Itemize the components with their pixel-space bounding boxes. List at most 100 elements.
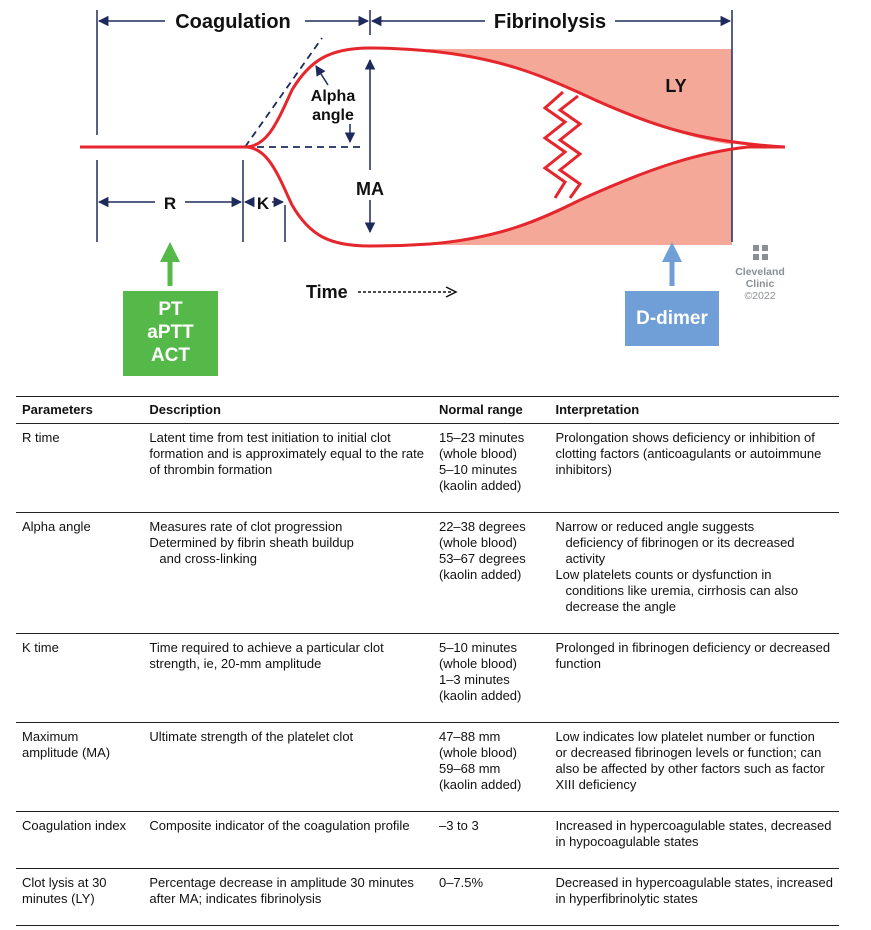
cell-line: in hypocoagulable states xyxy=(555,834,699,849)
cell-line: 53–67 degrees xyxy=(438,551,526,566)
cell-line: Percentage decrease in amplitude 30 minu… xyxy=(149,875,414,890)
cell-line: minutes (LY) xyxy=(22,891,95,906)
cell-line: (kaolin added) xyxy=(438,478,522,493)
cell-line: 22–38 degrees xyxy=(438,519,526,534)
logo-line2: Clinic xyxy=(745,278,775,290)
alpha-label-line1: Alpha xyxy=(311,88,356,105)
cell-line: 1–3 minutes xyxy=(438,672,510,687)
fibrinolysis-label: Fibrinolysis xyxy=(494,11,606,33)
parameter-cell: Coagulation index xyxy=(16,811,144,869)
cell-line: and cross-linking xyxy=(159,551,257,566)
table-body: R time Latent time from test initiation t… xyxy=(16,423,839,926)
teg-curve xyxy=(80,46,786,248)
cell-line: –3 to 3 xyxy=(438,818,479,833)
ma-label: MA xyxy=(356,179,384,199)
cell-line: Maximum xyxy=(22,729,79,744)
cell-line: Prolongation shows deficiency or inhibit… xyxy=(555,430,815,445)
header-parameters: Parameters xyxy=(16,396,144,424)
cell-line: formation and is approximately equal to … xyxy=(149,446,424,461)
cell-line: clotting factors (anticoagulants or auto… xyxy=(555,446,822,461)
cell-line: strength, ie, 20-mm amplitude xyxy=(149,656,322,671)
coagulation-label: Coagulation xyxy=(175,11,291,33)
cell-line: (whole blood) xyxy=(438,745,518,760)
cell-line: 47–88 mm xyxy=(438,729,501,744)
lysis-zigzag-inner xyxy=(557,94,583,199)
interpretation-cell: Prolongation shows deficiency or inhibit… xyxy=(549,423,839,513)
cell-line: (kaolin added) xyxy=(438,688,522,703)
time-label: Time xyxy=(306,282,348,302)
description-cell: Ultimate strength of the platelet clot xyxy=(143,722,433,812)
teg-parameters-table: Parameters Description Normal range Inte… xyxy=(16,396,839,926)
cell-line: conditions like uremia, cirrhosis can al… xyxy=(565,583,799,598)
cell-line: 0–7.5% xyxy=(438,875,484,890)
cell-line: Narrow or reduced angle suggests xyxy=(555,519,755,534)
cell-line: decrease the angle xyxy=(565,599,677,614)
alpha-arrow-up xyxy=(315,65,329,86)
header-description: Description xyxy=(143,396,433,424)
logo-line1: Cleveland xyxy=(735,266,785,278)
cell-line: 15–23 minutes xyxy=(438,430,525,445)
interpretation-cell: Prolonged in fibrinogen deficiency or de… xyxy=(549,633,839,723)
cell-line: K time xyxy=(22,640,59,655)
cell-line: activity xyxy=(565,551,606,566)
ly-label: LY xyxy=(665,76,686,96)
cell-line: XIII deficiency xyxy=(555,777,637,792)
range-cell: 22–38 degrees(whole blood)53–67 degrees(… xyxy=(432,512,550,634)
cell-line: after MA; indicates fibrinolysis xyxy=(149,891,322,906)
table-row: Coagulation index Composite indicator of … xyxy=(16,811,839,869)
test-act: ACT xyxy=(150,345,191,366)
interpretation-cell: Low indicates low platelet number or fun… xyxy=(549,722,839,812)
cell-line: Composite indicator of the coagulation p… xyxy=(149,818,410,833)
parameter-cell: Alpha angle xyxy=(16,512,144,634)
range-cell: 0–7.5% xyxy=(432,868,550,926)
alpha-label-line2: angle xyxy=(312,107,354,124)
cleveland-clinic-logo: Cleveland Clinic ©2022 xyxy=(733,245,787,302)
range-cell: 15–23 minutes(whole blood)5–10 minutes(k… xyxy=(432,423,550,513)
cell-line: (kaolin added) xyxy=(438,567,522,582)
cell-line: Time required to achieve a particular cl… xyxy=(149,640,384,655)
table-header-row: Parameters Description Normal range Inte… xyxy=(16,396,839,424)
cell-line: also be affected by other factors such a… xyxy=(555,761,825,776)
description-cell: Time required to achieve a particular cl… xyxy=(143,633,433,723)
header-normal-range: Normal range xyxy=(432,396,550,424)
ddimer-box: D-dimer xyxy=(625,291,719,346)
cell-line: function xyxy=(555,656,601,671)
lysis-shaded-area xyxy=(428,49,748,245)
r-label: R xyxy=(164,194,176,213)
cell-line: 5–10 minutes xyxy=(438,462,518,477)
cell-line: or decreased fibrinogen levels or functi… xyxy=(555,745,822,760)
cell-line: R time xyxy=(22,430,60,445)
cell-line: Ultimate strength of the platelet clot xyxy=(149,729,354,744)
clot-body-unshaded xyxy=(550,98,748,198)
cell-line: Latent time from test initiation to init… xyxy=(149,430,391,445)
range-cell: 47–88 mm(whole blood)59–68 mm(kaolin add… xyxy=(432,722,550,812)
cell-line: (whole blood) xyxy=(438,656,518,671)
cell-line: Determined by fibrin sheath buildup xyxy=(149,535,354,550)
range-cell: 5–10 minutes(whole blood)1–3 minutes(kao… xyxy=(432,633,550,723)
parameter-cell: K time xyxy=(16,633,144,723)
time-arrowhead xyxy=(445,286,458,298)
cell-line: (whole blood) xyxy=(438,446,518,461)
interpretation-cell: Increased in hypercoagulable states, dec… xyxy=(549,811,839,869)
cleveland-clinic-mark-icon xyxy=(752,245,768,260)
logo-copyright: ©2022 xyxy=(744,290,776,302)
interpretation-cell: Decreased in hypercoagulable states, inc… xyxy=(549,868,839,926)
cell-line: (whole blood) xyxy=(438,535,518,550)
table-row: R time Latent time from test initiation t… xyxy=(16,423,839,513)
thromboelastography-diagram: Coagulation Fibrinolysis Alpha angle MA … xyxy=(80,10,786,302)
cell-line: Coagulation index xyxy=(22,818,127,833)
range-cell: –3 to 3 xyxy=(432,811,550,869)
description-cell: Latent time from test initiation to init… xyxy=(143,423,433,513)
alpha-tangent-dashed xyxy=(244,37,323,148)
cell-line: Decreased in hypercoagulable states, inc… xyxy=(555,875,833,890)
test-aptt: aPTT xyxy=(147,322,194,343)
cell-line: inhibitors) xyxy=(555,462,612,477)
cell-line: 59–68 mm xyxy=(438,761,501,776)
cell-line: in hyperfibrinolytic states xyxy=(555,891,698,906)
